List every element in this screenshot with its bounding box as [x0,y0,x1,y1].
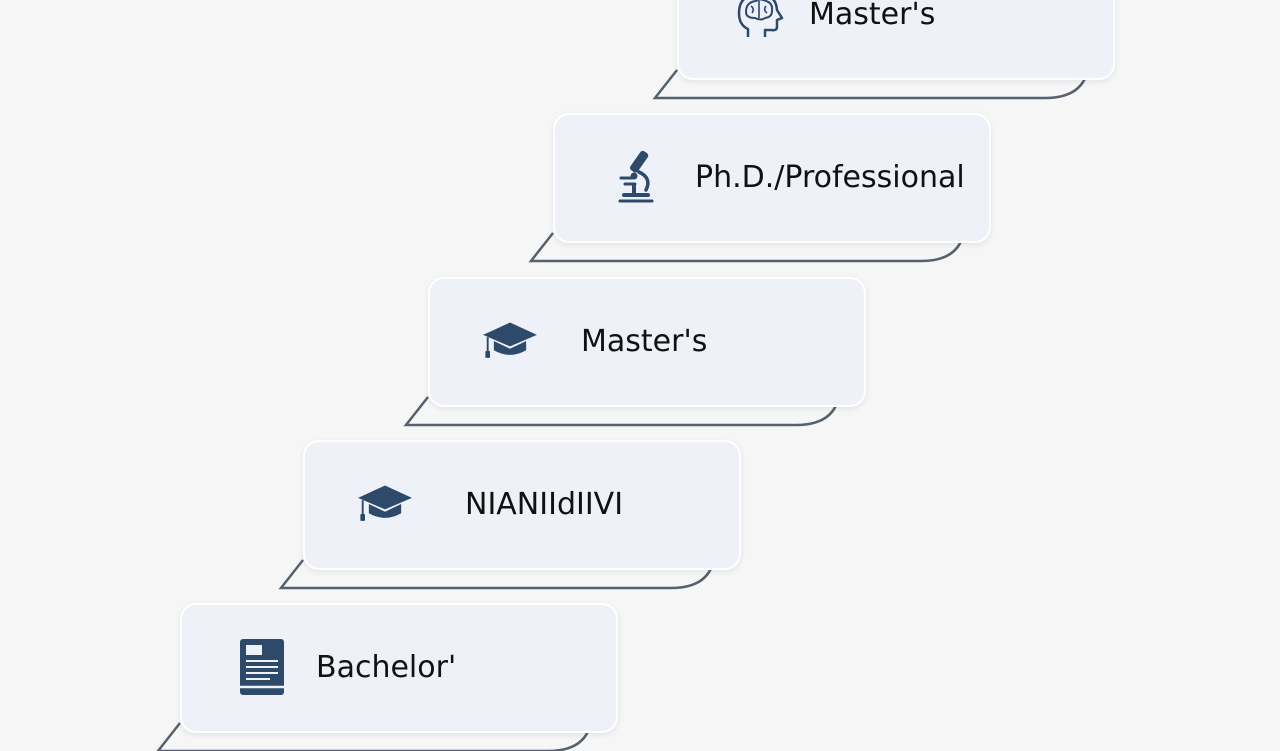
step-label: Master's [809,0,936,32]
stair-step-masters: Master's [403,277,866,427]
step-label: Bachelor' [316,650,457,685]
step-label: NIANIIdIIVI [465,487,624,522]
stair-step-phd-professional: Ph.D./Professional [528,113,991,263]
stair-step-unclear-label: NIANIIdIIVI [278,440,741,590]
education-staircase: Master's Ph.D./Professional [156,0,1115,751]
step-label: Ph.D./Professional [695,160,965,195]
step-label: Master's [581,324,708,359]
step-card [677,0,1115,80]
head-brain-icon [729,0,789,44]
microscope-icon [605,147,665,207]
graduation-cap-icon [355,474,415,534]
stair-step-bachelors: Bachelor' [156,603,618,751]
stair-step-masters-top: Master's [652,0,1115,100]
book-icon [232,637,292,697]
graduation-cap-icon [480,311,540,371]
